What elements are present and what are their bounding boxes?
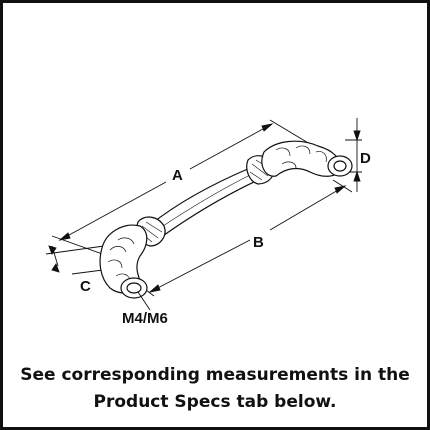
dimension-b-arrow-right (334, 185, 347, 194)
dimension-b-extension-right (332, 179, 353, 193)
caption-line-2: Product Specs tab below. (93, 392, 337, 412)
handle-left-foot-inner (126, 282, 142, 294)
dimension-d-label: D (360, 150, 371, 167)
caption-line-1: See corresponding measurements in the (20, 365, 410, 385)
handle-right-foot (327, 155, 353, 177)
dimension-a-arrow-left (58, 232, 71, 241)
handle-bar-shading (159, 173, 253, 229)
dimension-b-arrow-left (148, 284, 161, 293)
dimension-d (345, 118, 362, 192)
thread-size-label: M4/M6 (122, 310, 168, 327)
dimension-b-line-right (269, 185, 346, 231)
thread-leader-line (137, 291, 151, 311)
dimension-b-line-left (149, 239, 251, 293)
dimension-c-arrow-bottom (51, 263, 60, 273)
dimension-b (137, 179, 353, 297)
dimension-a (51, 119, 321, 257)
handle-right-foot-inner (333, 160, 347, 172)
dimension-a-arrow-right (261, 123, 274, 132)
handle-right-leg-ornament (275, 145, 327, 169)
dimension-a-label: A (172, 167, 183, 184)
dimension-a-line-left (59, 181, 167, 241)
dimension-d-arrow-top (353, 130, 361, 142)
dimension-c-arrow-top (48, 245, 57, 255)
dimension-a-line-right (189, 123, 273, 170)
dimension-b-label: B (253, 234, 264, 251)
dimension-c-extension-top (45, 245, 105, 255)
dimension-a-extension-left (51, 235, 109, 257)
handle-left-foot (120, 277, 148, 299)
handle-left-leg (99, 224, 148, 294)
caption: See corresponding measurements in the Pr… (10, 362, 420, 416)
handle-right-leg (261, 140, 341, 177)
handle (99, 140, 353, 299)
handle-left-leg-ornament (107, 237, 135, 283)
handle-bar (149, 167, 259, 239)
dimension-d-arrow-bottom (353, 170, 361, 182)
dimension-c-label: C (80, 278, 91, 295)
